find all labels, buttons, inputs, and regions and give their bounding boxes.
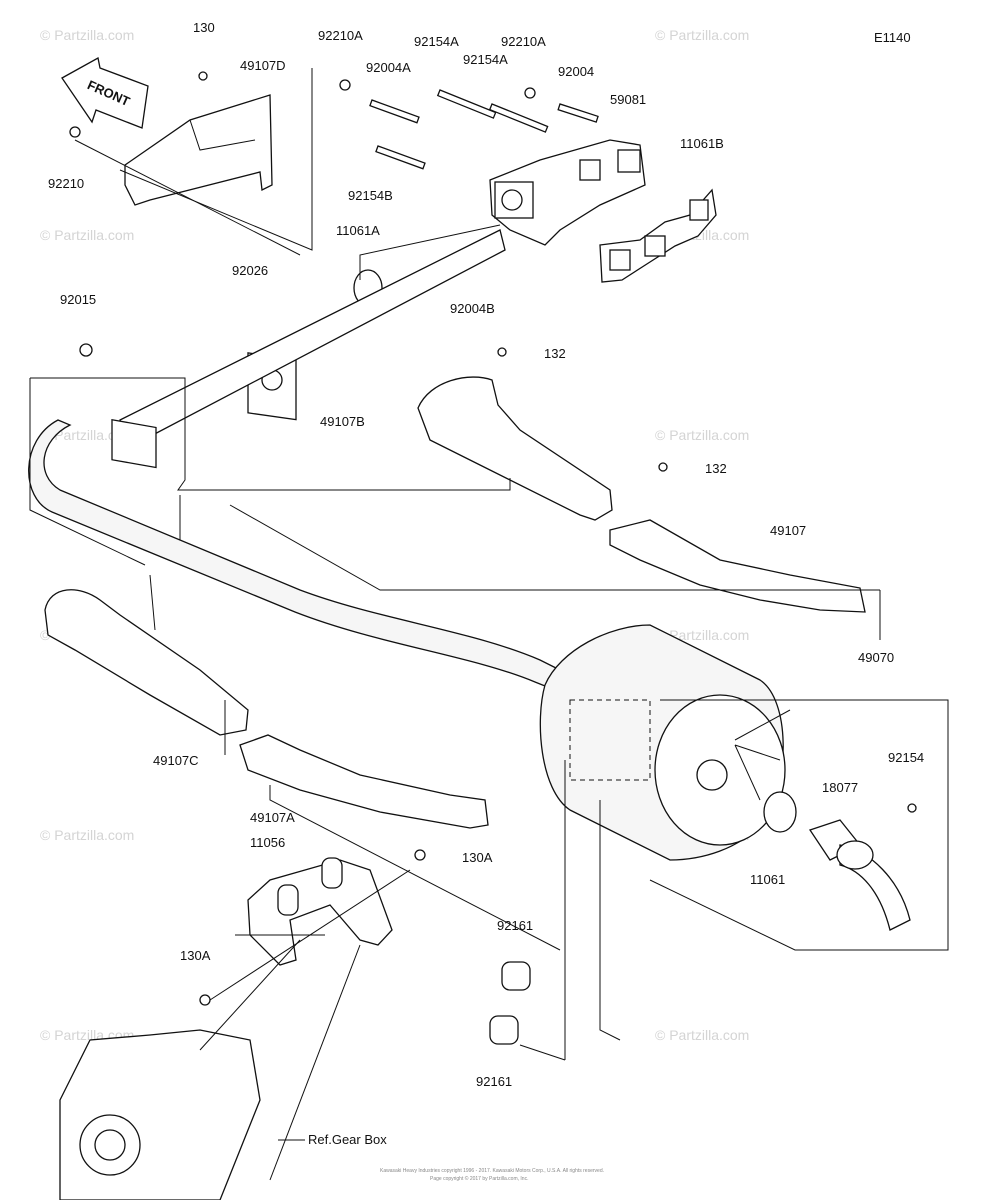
part-label-92154a: 92154A bbox=[414, 34, 459, 49]
part-label-130: 130 bbox=[193, 20, 215, 35]
heat-guard-49107c bbox=[44, 589, 249, 736]
part-label-92210a: 92210A bbox=[318, 28, 363, 43]
part-label-92004b: 92004B bbox=[450, 301, 495, 316]
part-label-92161: 92161 bbox=[476, 1074, 512, 1089]
reference-label: Ref.Gear Box bbox=[308, 1132, 387, 1147]
heat-guard-49107 bbox=[609, 462, 866, 613]
part-labels: 130 49107D 92210A 92154A 92210A 92004A 9… bbox=[48, 20, 924, 1147]
part-label-92015: 92015 bbox=[60, 292, 96, 307]
part-label-92210a: 92210A bbox=[501, 34, 546, 49]
part-label-132: 132 bbox=[705, 461, 727, 476]
heat-guard-49107a bbox=[239, 734, 489, 829]
top-fasteners bbox=[69, 79, 599, 265]
part-label-92004a: 92004A bbox=[366, 60, 411, 75]
gear-box-reference bbox=[59, 1029, 261, 1200]
front-arrow: FRONT bbox=[61, 56, 149, 129]
nut-92015 bbox=[79, 343, 93, 357]
exhaust-pipe bbox=[28, 229, 561, 691]
part-label-11061b: 11061B bbox=[680, 136, 724, 151]
part-label-92154a: 92154A bbox=[463, 52, 508, 67]
bracket-11056 bbox=[199, 849, 426, 1006]
part-label-92154b: 92154B bbox=[348, 188, 393, 203]
muffler-49070 bbox=[539, 624, 791, 861]
watermark: © Partzilla.com bbox=[40, 227, 134, 243]
gasket-11061b bbox=[599, 188, 717, 283]
heat-guard-49107b bbox=[417, 347, 613, 521]
part-label-49107: 49107 bbox=[770, 523, 806, 538]
part-label-49107c: 49107C bbox=[153, 753, 199, 768]
part-label-59081: 59081 bbox=[610, 92, 646, 107]
part-label-11056: 11056 bbox=[250, 835, 285, 850]
part-label-92154: 92154 bbox=[888, 750, 924, 765]
part-label-49107a: 49107A bbox=[250, 810, 295, 825]
spark-arrestor-18077 bbox=[808, 803, 917, 931]
heat-guard-49107d bbox=[124, 71, 273, 206]
gasket-11061 bbox=[763, 791, 797, 833]
part-label-130a: 130A bbox=[180, 948, 211, 963]
leader-lines bbox=[29, 68, 949, 1181]
part-label-49107b: 49107B bbox=[320, 414, 365, 429]
exhaust-manifold-59081 bbox=[489, 139, 646, 246]
watermark: © Partzilla.com bbox=[655, 1027, 749, 1043]
watermark: © Partzilla.com bbox=[40, 827, 134, 843]
part-label-132: 132 bbox=[544, 346, 566, 361]
part-label-92210: 92210 bbox=[48, 176, 84, 191]
part-label-130a: 130A bbox=[462, 850, 493, 865]
watermark: © Partzilla.com bbox=[40, 427, 134, 443]
watermark: © Partzilla.com bbox=[40, 27, 134, 43]
diagram-code: E1140 bbox=[874, 30, 911, 45]
rubber-mounts-92161 bbox=[489, 961, 531, 1045]
watermark: © Partzilla.com bbox=[655, 27, 749, 43]
part-label-49070: 49070 bbox=[858, 650, 894, 665]
copyright-line-1: Kawasaki Heavy Industries copyright 1996… bbox=[380, 1168, 604, 1174]
part-label-92161: 92161 bbox=[497, 918, 533, 933]
part-label-11061: 11061 bbox=[750, 872, 785, 887]
part-label-49107d: 49107D bbox=[240, 58, 286, 73]
copyright-line-2: Page copyright © 2017 by Partzilla.com, … bbox=[430, 1175, 528, 1182]
part-label-92026: 92026 bbox=[232, 263, 268, 278]
part-label-11061a: 11061A bbox=[336, 223, 380, 238]
part-label-18077: 18077 bbox=[822, 780, 858, 795]
watermark: © Partzilla.com bbox=[655, 427, 749, 443]
part-label-92004: 92004 bbox=[558, 64, 594, 79]
